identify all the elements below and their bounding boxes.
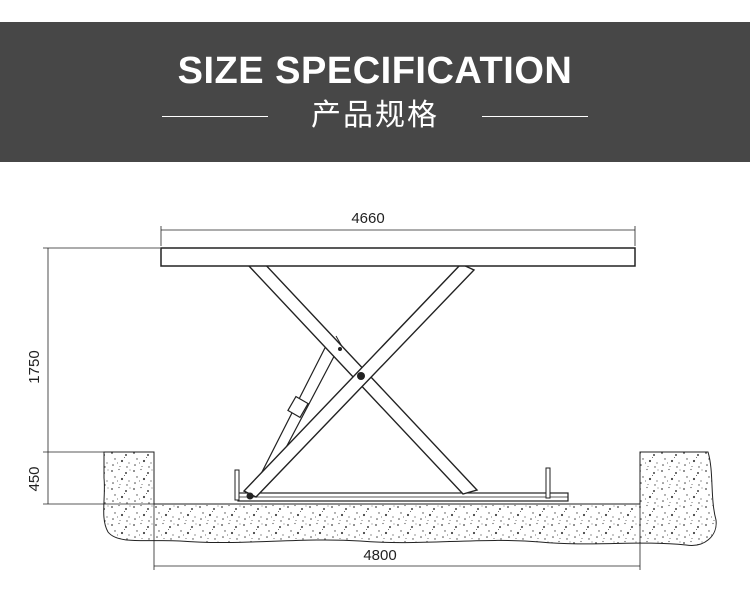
ground-concrete — [103, 451, 717, 546]
right-post — [545, 467, 551, 499]
title-english: SIZE SPECIFICATION — [177, 50, 573, 92]
dim-pit-depth: 450 — [26, 466, 43, 491]
cylinder-block — [287, 395, 309, 419]
dim-platform-length: 4660 — [351, 210, 384, 227]
platform — [160, 247, 636, 267]
bottom-pivot — [246, 492, 254, 500]
lift-dimension-drawing: 4660 1750 450 4800 — [26, 210, 717, 570]
top-margin — [0, 0, 750, 22]
title-chinese: 产品规格 — [311, 98, 439, 133]
header-band — [0, 22, 750, 162]
title-rule-left — [162, 116, 268, 117]
cylinder-pivot — [338, 347, 342, 351]
scissor-arm-b — [242, 263, 476, 498]
dim-max-height: 1750 — [26, 350, 43, 383]
left-post — [234, 469, 240, 501]
title-rule-right — [482, 116, 588, 117]
dim-pit-length: 4800 — [363, 547, 396, 564]
center-pivot — [357, 372, 365, 380]
